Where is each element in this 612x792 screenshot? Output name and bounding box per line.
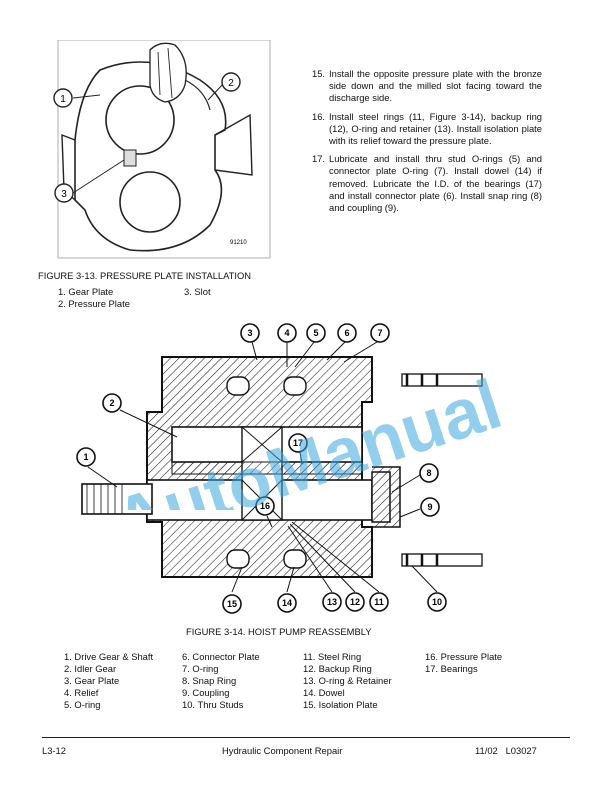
- callout-10: 10: [411, 565, 447, 612]
- svg-text:13: 13: [327, 597, 337, 607]
- image-number: 91210: [230, 240, 247, 246]
- callout-2: 2: [221, 72, 241, 92]
- callout-11: 11: [291, 521, 389, 612]
- svg-text:16: 16: [260, 501, 270, 511]
- svg-text:17: 17: [293, 438, 303, 448]
- svg-text:2: 2: [228, 78, 234, 89]
- step-16: 16. Install steel rings (11, Figure 3-14…: [312, 110, 542, 147]
- svg-text:7: 7: [377, 328, 382, 338]
- svg-text:3: 3: [61, 189, 67, 200]
- svg-text:8: 8: [426, 468, 431, 478]
- callout-4: 4: [277, 323, 297, 367]
- svg-text:11: 11: [374, 597, 384, 607]
- svg-text:1: 1: [83, 452, 88, 462]
- callout-15: 15: [222, 566, 243, 614]
- step-17: 17. Lubricate and install thru stud O-ri…: [312, 153, 542, 214]
- svg-text:5: 5: [313, 328, 318, 338]
- step-15: 15. Install the opposite pressure plate …: [312, 68, 542, 104]
- instruction-steps: 15. Install the opposite pressure plate …: [312, 68, 542, 220]
- footer-rule: [42, 737, 570, 738]
- callout-9: 9: [399, 497, 440, 518]
- figure-3-14-caption: FIGURE 3-14. HOIST PUMP REASSEMBLY: [186, 626, 372, 637]
- svg-text:10: 10: [432, 597, 442, 607]
- callout-5: 5: [294, 323, 326, 368]
- figure-3-13-legend-col2: 3. Slot: [184, 286, 211, 297]
- svg-text:15: 15: [227, 599, 237, 609]
- svg-text:AutoManual: AutoManual: [105, 364, 510, 510]
- callout-17: 17: [288, 433, 308, 465]
- callout-1: 1: [76, 447, 118, 488]
- svg-text:14: 14: [282, 598, 292, 608]
- svg-text:12: 12: [350, 597, 360, 607]
- svg-text:1: 1: [60, 94, 66, 105]
- svg-text:9: 9: [427, 502, 432, 512]
- footer-doc-code: 11/02 L03027: [475, 745, 537, 756]
- callout-14: 14: [277, 566, 297, 613]
- callout-3: 3: [54, 183, 74, 203]
- svg-text:6: 6: [344, 328, 349, 338]
- callout-2: 2: [102, 393, 178, 438]
- figure-3-13-caption: FIGURE 3-13. PRESSURE PLATE INSTALLATION: [38, 270, 252, 281]
- svg-text:2: 2: [109, 398, 114, 408]
- callout-13: 13: [287, 525, 342, 612]
- svg-text:3: 3: [247, 328, 252, 338]
- callout-12: 12: [289, 523, 365, 612]
- callout-3: 3: [240, 323, 260, 361]
- hoist-pump-figure: 1 2 3 4 5 6 7 8 9 10 11 12 13 14 15 16 1…: [76, 323, 483, 614]
- callout-6: 6: [326, 323, 357, 361]
- pressure-plate-figure: 1 2 3 91210: [53, 40, 271, 259]
- callout-7: 7: [343, 323, 390, 363]
- callout-16: 16: [255, 496, 275, 528]
- svg-text:4: 4: [284, 328, 289, 338]
- figure-3-13-legend: 1. Gear Plate 2. Pressure Plate: [58, 286, 130, 309]
- callout-8: 8: [391, 463, 439, 493]
- watermark: AutoManual: [105, 364, 510, 510]
- footer-page-number: L3-12: [42, 745, 66, 756]
- callout-1: 1: [53, 88, 73, 108]
- footer-section-title: Hydraulic Component Repair: [222, 745, 343, 756]
